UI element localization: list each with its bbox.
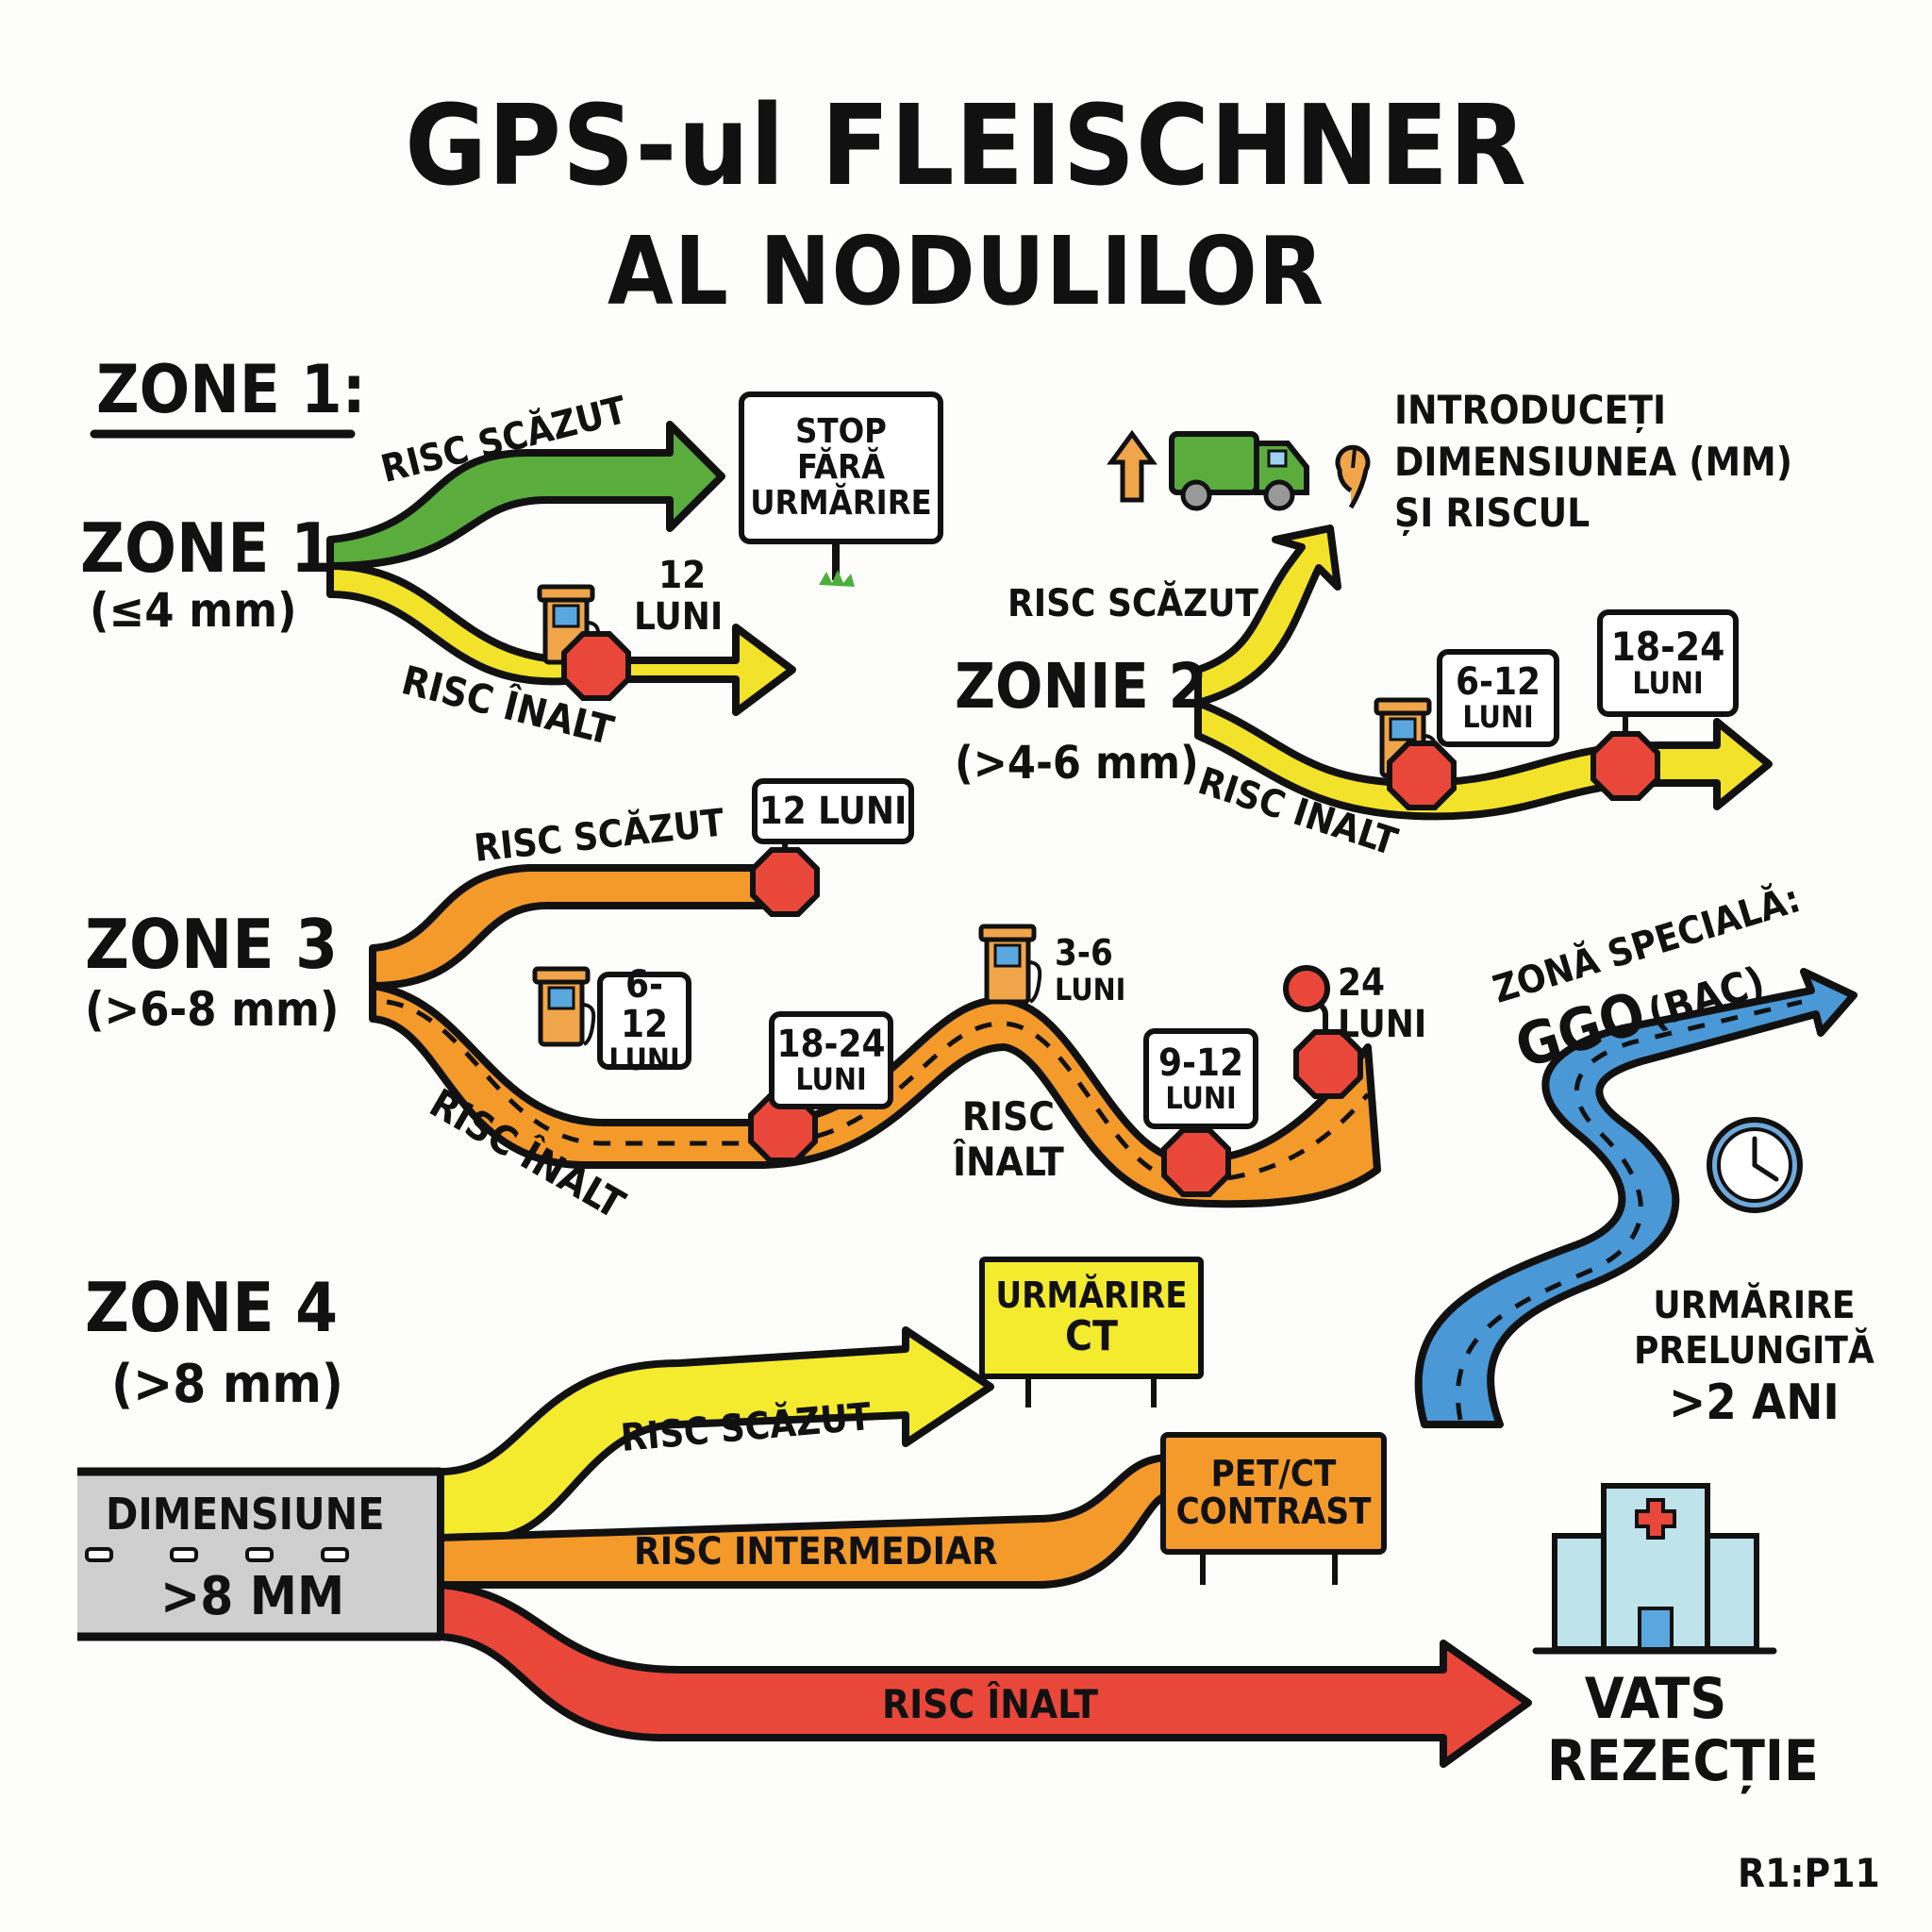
zone2-size: (>4-6 mm) <box>955 737 1199 790</box>
zone1-stop-sign: STOP FĂRĂ URMĂRIRE <box>739 391 943 544</box>
zone2-label: ZONIE 2 <box>955 650 1208 723</box>
ggo-road <box>1414 968 1857 1428</box>
zone1-high-risk-arrow <box>326 562 796 716</box>
hospital-icon <box>1532 1483 1777 1655</box>
clock-icon <box>1707 1117 1803 1213</box>
zone3-size: (>6-8 mm) <box>85 982 340 1037</box>
legend-heading: ZONE 1: <box>96 351 366 428</box>
zone1-stop-icon <box>564 634 628 698</box>
zone4-label: ZONE 4 <box>85 1268 339 1347</box>
alert-bubble-icon <box>1335 444 1371 509</box>
zone3-pump-icon-1 <box>535 969 593 1044</box>
zone4-road-label-2: >8 MM <box>160 1566 345 1627</box>
zone4-road-label-1: DIMENSIUNE <box>106 1489 385 1540</box>
zone2-stop-icon-1 <box>1390 743 1454 808</box>
truck-icon <box>1169 431 1309 511</box>
zone3-pump-icon-2 <box>981 926 1040 1002</box>
zone3-low-risk-road <box>369 864 777 990</box>
zone4-low-risk-arrow <box>437 1326 994 1541</box>
page-reference: R1:P11 <box>1738 1850 1880 1896</box>
zone2-low-risk-label: RISC SCĂZUT <box>1008 582 1258 625</box>
title-line-2: AL NODULILOR <box>607 216 1325 326</box>
zone3-low-stop-sign: 12 LUNI <box>752 778 914 844</box>
zone3-label: ZONE 3 <box>85 905 339 984</box>
zone3-clock-stop-icon <box>1283 965 1330 1012</box>
zone1-low-risk-arrow <box>326 421 725 570</box>
zone4-mid-risk-label: RISC INTERMEDIAR <box>634 1530 998 1574</box>
zone4-high-risk-label: RISC ÎNALT <box>882 1681 1099 1727</box>
zone2-stop-icon-2 <box>1593 734 1657 798</box>
title-line-1: GPS-ul FLEISCHNER <box>405 80 1527 210</box>
zone2-up-arrow-icon <box>1107 429 1158 503</box>
zone1-size: (≤4 mm) <box>90 583 297 638</box>
zone4-size: (>8 mm) <box>111 1354 343 1415</box>
zone3-low-stop-icon <box>753 850 817 914</box>
zone2-low-risk-arrow <box>1194 525 1341 707</box>
zone1-label: ZONE 1 <box>80 508 334 588</box>
zone3-stop-icon-2 <box>1164 1130 1228 1194</box>
zone4-high-risk-arrow <box>437 1581 1532 1768</box>
zone2-high-risk-arrow <box>1194 699 1773 821</box>
